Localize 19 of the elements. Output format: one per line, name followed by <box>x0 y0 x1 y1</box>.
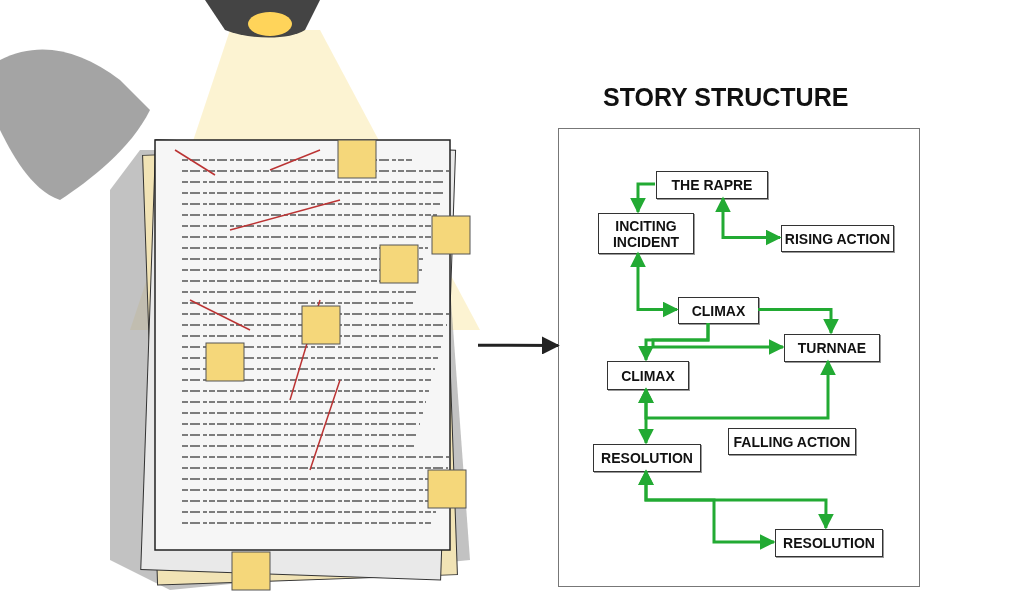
stage-box: RESOLUTION <box>775 529 883 557</box>
arrow <box>478 336 560 355</box>
arrow <box>638 469 776 550</box>
stage-box: CLIMAX <box>607 361 689 390</box>
stage-box: FALLING ACTION <box>728 428 856 455</box>
stage-box: RISING ACTION <box>781 225 894 252</box>
stage-box: INCITING INCIDENT <box>598 213 694 254</box>
stage-box: CLIMAX <box>678 297 759 324</box>
arrow <box>651 323 785 355</box>
arrow <box>630 182 655 214</box>
stage-box: RESOLUTION <box>593 444 701 472</box>
stage-box: TURNNAE <box>784 334 880 362</box>
arrow <box>758 308 839 335</box>
panel-title: STORY STRUCTURE <box>603 83 849 112</box>
arrow <box>630 251 679 318</box>
manuscript-drawing <box>110 139 471 591</box>
stage-box: THE RAPRE <box>656 171 768 199</box>
arrow <box>715 196 782 246</box>
arrow <box>638 359 836 420</box>
